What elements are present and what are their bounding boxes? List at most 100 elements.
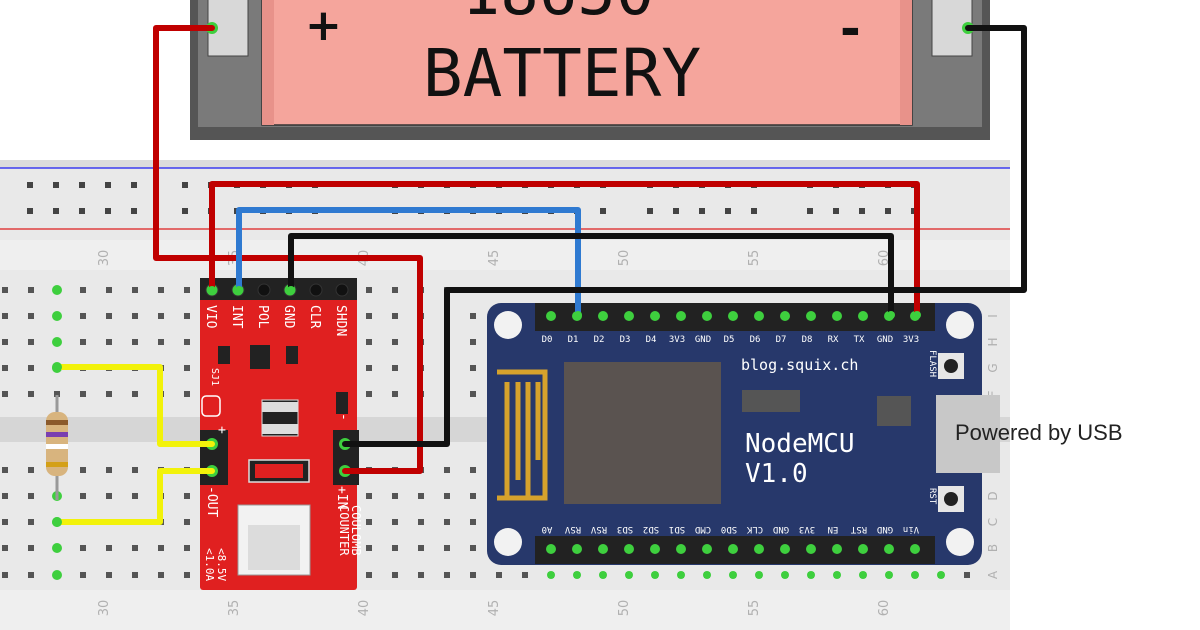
breadboard-hole-active — [885, 571, 893, 579]
nodemcu-top-pin-label: GND — [877, 335, 893, 345]
nodemcu-bottom-pin — [598, 544, 608, 554]
nodemcu-rst-button-cap[interactable] — [944, 492, 958, 506]
coulomb-in-plus-label: +IN — [334, 486, 349, 509]
nodemcu-top-pin-label: 3V3 — [669, 335, 685, 345]
nodemcu-top-pin — [624, 311, 634, 321]
resistor-band-1 — [46, 420, 68, 425]
usb-power-note: Powered by USB — [955, 420, 1123, 445]
nodemcu-top-pin-label: 3V3 — [903, 335, 919, 345]
breadboard-hole — [392, 572, 398, 578]
breadboard-hole — [366, 572, 372, 578]
column-number-label: 30 — [97, 250, 112, 267]
endpoint-nodemcu-3v3 — [913, 311, 921, 319]
breadboard-hole — [2, 493, 8, 499]
nodemcu-top-pin-label: D4 — [646, 335, 657, 345]
breadboard-hole — [28, 493, 34, 499]
resistor-band-3 — [46, 444, 68, 449]
coulomb-pin-label: SHDN — [333, 305, 348, 336]
breadboard-hole — [470, 572, 476, 578]
nodemcu-bottom-pin-label: SD3 — [617, 524, 633, 534]
breadboard-hole-active — [729, 571, 737, 579]
column-number-label: 45 — [487, 250, 502, 267]
breadboard-hole — [106, 467, 112, 473]
coulomb-header-strip — [200, 278, 357, 300]
nodemcu-top-pin — [650, 311, 660, 321]
breadboard-hole — [366, 519, 372, 525]
nodemcu-bottom-pin — [806, 544, 816, 554]
coulomb-rating-1: <8.5V — [215, 548, 228, 581]
rail-hole — [53, 182, 59, 188]
breadboard-hole — [470, 313, 476, 319]
nodemcu-bottom-pin-label: EN — [828, 524, 839, 534]
nodemcu-bottom-pin — [702, 544, 712, 554]
breadboard-hole — [28, 519, 34, 525]
nodemcu-bottom-pin — [780, 544, 790, 554]
row-letter-label: C — [986, 518, 1000, 526]
breadboard-hole-active — [703, 571, 711, 579]
coulomb-jumper-label: SJ1 — [209, 368, 220, 386]
nodemcu-flash-label: FLASH — [927, 350, 937, 377]
nodemcu-top-pin — [806, 311, 816, 321]
breadboard-hole — [80, 493, 86, 499]
resistor-band-4 — [46, 462, 68, 467]
nodemcu-model-line-2: V1.0 — [745, 459, 808, 489]
wire-endpoints — [52, 286, 921, 527]
breadboard-hole — [80, 287, 86, 293]
breadboard-hole — [132, 287, 138, 293]
nodemcu-bottom-pin — [910, 544, 920, 554]
nodemcu-usb-port — [936, 395, 1000, 473]
nodemcu-top-pin-label: D5 — [724, 335, 735, 345]
breadboard-hole — [392, 493, 398, 499]
breadboard-hole-active — [911, 571, 919, 579]
rail-hole — [673, 208, 679, 214]
nodemcu-top-pin — [598, 311, 608, 321]
breadboard-hole — [158, 339, 164, 345]
breadboard-hole — [366, 287, 372, 293]
breadboard-hole — [132, 339, 138, 345]
nodemcu-flash-button-cap[interactable] — [944, 359, 958, 373]
rail-hole — [182, 208, 188, 214]
rail-hole — [647, 208, 653, 214]
breadboard-hole — [2, 339, 8, 345]
rail-hole — [79, 208, 85, 214]
breadboard-hole-active — [52, 337, 62, 347]
row-letter-label: I — [986, 314, 1000, 318]
breadboard-hole — [2, 287, 8, 293]
nodemcu-top-pin-label: D2 — [594, 335, 605, 345]
coulomb-pin-label: CLR — [307, 305, 322, 329]
nodemcu-bottom-pin — [572, 544, 582, 554]
breadboard-hole — [418, 493, 424, 499]
nodemcu-bottom-pins — [546, 544, 920, 554]
nodemcu-top-pins — [546, 311, 920, 321]
nodemcu-blog-text: blog.squix.ch — [741, 356, 858, 374]
row-letter-label: H — [986, 337, 1000, 346]
breadboard-hole — [132, 572, 138, 578]
wire-vio-to-3v3 — [209, 181, 920, 318]
breadboard-hole — [444, 467, 450, 473]
rail-hole — [751, 208, 757, 214]
nodemcu-top-pin — [702, 311, 712, 321]
nodemcu-top-pin-label: TX — [854, 335, 865, 345]
row-letter-label: G — [986, 363, 1000, 372]
breadboard-hole — [418, 519, 424, 525]
rail-hole — [79, 182, 85, 188]
breadboard-hole — [2, 545, 8, 551]
breadboard-hole — [106, 339, 112, 345]
nodemcu-bottom-pin — [676, 544, 686, 554]
coulomb-pin-label: INT — [229, 305, 244, 329]
rail-hole — [699, 208, 705, 214]
wire-gnd-to-gnd — [288, 233, 894, 318]
breadboard-hole — [80, 467, 86, 473]
column-number-band-bottom — [0, 590, 1010, 630]
breadboard-hole-active — [599, 571, 607, 579]
coulomb-sense-pad-1 — [262, 402, 298, 412]
breadboard-top-edge — [0, 160, 1010, 168]
row-letter-label: F — [986, 390, 1000, 397]
nodemcu-bottom-pin — [754, 544, 764, 554]
coulomb-side-text-2: COUNTER — [337, 505, 351, 556]
nodemcu-top-pin — [754, 311, 764, 321]
resistor — [46, 395, 68, 500]
breadboard-hole — [366, 493, 372, 499]
rail-hole — [105, 182, 111, 188]
